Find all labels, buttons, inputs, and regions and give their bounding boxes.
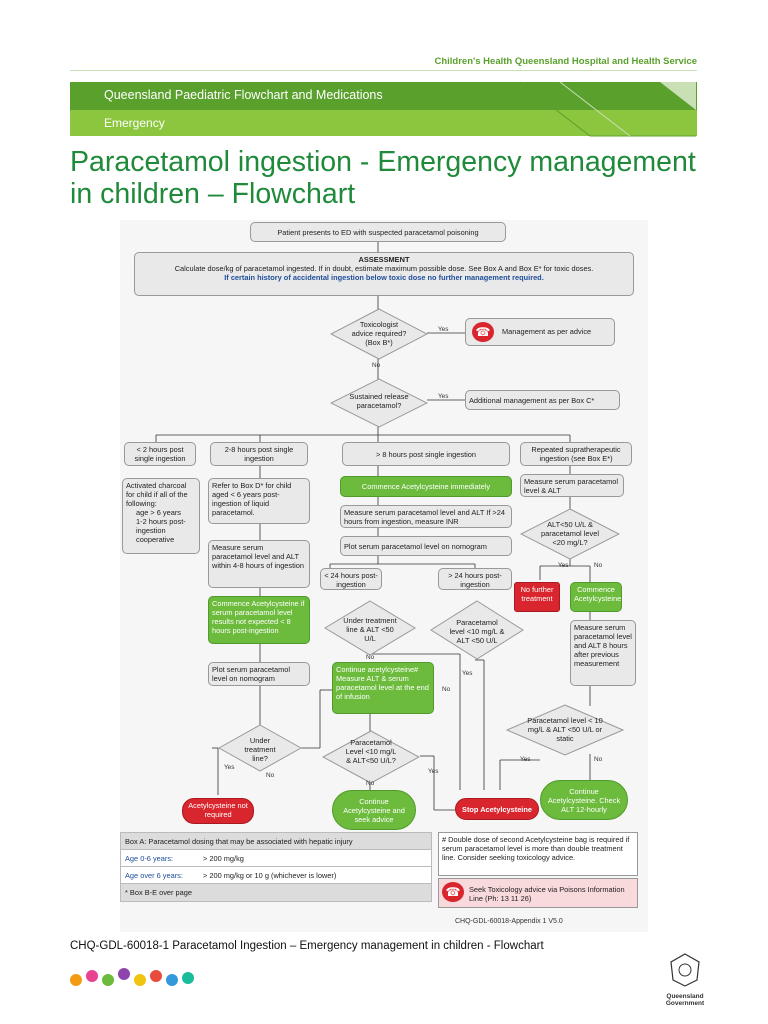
- assessment-note: If certain history of accidental ingesti…: [224, 273, 544, 282]
- yes-label: Yes: [438, 393, 449, 400]
- commence-if-results-delayed-box: Commence Acetylcysteine if serum paracet…: [208, 596, 310, 644]
- header-rule: [70, 70, 697, 71]
- continue-acetylcysteine-box: Continue acetylcysteine# Measure ALT & s…: [332, 662, 434, 714]
- assessment-text: Calculate dose/kg of paracetamol ingeste…: [174, 264, 594, 273]
- document-reference: CHQ-GDL-60018-Appendix 1 V5.0: [455, 918, 563, 925]
- page-title: Paracetamol ingestion - Emergency manage…: [70, 146, 696, 210]
- start-box: Patient presents to ED with suspected pa…: [250, 222, 506, 242]
- plot-nomogram-box: Plot serum paracetamol level on nomogram: [208, 662, 310, 686]
- over-24-hours-box: > 24 hours post-ingestion: [438, 568, 512, 590]
- header-chevron-decoration: [519, 81, 696, 137]
- column-under-2-hours: < 2 hours post single ingestion: [124, 442, 196, 466]
- stop-acetylcysteine-box: Stop Acetylcysteine: [455, 798, 539, 820]
- paracetamol-level-question-2: Paracetamol Level <10 mg/L & ALT<50 U/L?: [345, 738, 397, 765]
- charcoal-criterion-timing: 1-2 hours post-ingestion: [136, 517, 186, 535]
- no-further-treatment-box: No further treatment: [514, 582, 560, 612]
- dose-cell: > 200 mg/kg or 10 g (whichever is lower): [203, 870, 337, 880]
- no-label: No: [266, 772, 275, 779]
- yes-label: Yes: [438, 326, 449, 333]
- table-row: Age 0-6 years: > 200 mg/kg: [121, 850, 431, 867]
- acetylcysteine-not-required-box: Acetylcysteine not required: [182, 798, 254, 824]
- under-treatment-alt-question: Under treatment line & ALT <50 U/L: [343, 616, 397, 642]
- charcoal-criterion-age: age > 6 years: [136, 508, 181, 517]
- measure-level-alt-box: Measure serum paracetamol level & ALT: [520, 474, 624, 497]
- commence-immediately-box: Commence Acetylcysteine immediately: [340, 476, 512, 497]
- plot-nomogram-box-2: Plot serum paracetamol level on nomogram: [340, 536, 512, 556]
- no-label: No: [442, 686, 451, 693]
- box-a-table: Box A: Paracetamol dosing that may be as…: [120, 832, 432, 902]
- under-treatment-question: Under treatment line?: [244, 736, 276, 762]
- yes-label: Yes: [224, 764, 235, 771]
- box-a-footer: * Box B-E over page: [121, 884, 431, 901]
- yes-label: Yes: [520, 756, 531, 763]
- header-band: Queensland Paediatric Flowchart and Medi…: [70, 82, 697, 110]
- age-cell: Age 0-6 years:: [125, 853, 174, 863]
- flowchart: Patient presents to ED with suspected pa…: [120, 220, 648, 932]
- paracetamol-level-decision: [430, 600, 524, 660]
- box-d-referral: Refer to Box D* for child aged < 6 years…: [208, 478, 310, 524]
- no-label: No: [372, 362, 381, 369]
- sustained-release-decision: [330, 378, 428, 428]
- management-as-per-advice-text: Management as per advice: [502, 327, 592, 336]
- no-label: No: [594, 756, 603, 763]
- organisation-name: Children's Health Queensland Hospital an…: [434, 56, 697, 67]
- alt-level-question: ALT<50 U/L & paracetamol level <20 mg/L?: [541, 520, 599, 547]
- assessment-title: ASSESSMENT: [358, 255, 410, 264]
- no-label: No: [366, 780, 375, 787]
- paracetamol-static-decision: [506, 704, 624, 756]
- queensland-government-logo: Queensland Government: [660, 952, 710, 1012]
- measure-4-8-hours-box: Measure serum paracetamol level and ALT …: [208, 540, 310, 588]
- under-24-hours-box: < 24 hours post-ingestion: [320, 568, 382, 590]
- alt-level-decision: [520, 508, 620, 560]
- age-cell: Age over 6 years:: [125, 870, 183, 880]
- sustained-release-question: Sustained release paracetamol?: [349, 392, 409, 410]
- flowchart-connectors: [155, 242, 591, 811]
- continue-check-alt-box: Continue Acetylcysteine. Check ALT 12-ho…: [540, 780, 628, 820]
- under-treatment-alt-decision: [324, 600, 416, 656]
- charcoal-criterion-cooperative: cooperative: [136, 535, 175, 544]
- column-repeated-ingestion: Repeated supratherapeutic ingestion (see…: [520, 442, 632, 466]
- yes-label: Yes: [558, 562, 569, 569]
- column-over-8-hours: > 8 hours post single ingestion: [342, 442, 510, 466]
- dose-cell: > 200 mg/kg: [203, 853, 244, 863]
- table-row: Age over 6 years: > 200 mg/kg or 10 g (wh…: [121, 867, 431, 884]
- yes-label: Yes: [428, 768, 439, 775]
- continue-item: Continue acetylcysteine#: [336, 665, 419, 674]
- column-2-8-hours: 2-8 hours post single ingestion: [210, 442, 308, 466]
- continue-seek-advice-box: Continue Acetylcysteine and seek advice: [332, 790, 416, 830]
- additional-management-box: Additional management as per Box C*: [465, 390, 620, 410]
- no-label: No: [366, 654, 375, 661]
- children-logo-icon: [70, 966, 200, 1006]
- poisons-line-box: Seek Toxicology advice via Poisons Infor…: [438, 878, 638, 908]
- header-subband: Emergency: [70, 110, 697, 136]
- charcoal-criterion-list: age > 6 years 1-2 hours post-ingestion c…: [126, 508, 196, 544]
- paracetamol-level-question: Paracetamol level <10 mg/L & ALT <50 U/L: [449, 618, 505, 645]
- yes-label: Yes: [462, 670, 473, 677]
- double-dose-note: # Double dose of second Acetylcysteine b…: [438, 832, 638, 876]
- measure-8-hours-box: Measure serum paracetamol level and ALT …: [570, 620, 636, 686]
- toxicologist-question: Toxicologist advice required? (Box B*): [351, 320, 407, 347]
- activated-charcoal-box: Activated charcoal for child if all of t…: [122, 478, 200, 554]
- paracetamol-level-decision-2: [322, 730, 420, 784]
- toxicologist-decision: [330, 308, 428, 360]
- crest-icon: [670, 953, 700, 987]
- box-a-header: Box A: Paracetamol dosing that may be as…: [121, 833, 431, 850]
- government-label: Queensland Government: [665, 993, 705, 1007]
- no-label: No: [594, 562, 603, 569]
- commence-acetylcysteine-box: Commence Acetylcysteine: [570, 582, 622, 612]
- phone-icon: ☎: [472, 322, 494, 342]
- charcoal-text: Activated charcoal for child if all of t…: [126, 481, 188, 508]
- footer-caption: CHQ-GDL-60018-1 Paracetamol Ingestion – …: [70, 940, 544, 952]
- under-treatment-decision: [218, 724, 302, 772]
- phone-icon: ☎: [442, 882, 464, 902]
- paracetamol-static-question: Paracetamol level < 10 mg/L & ALT <50 U/…: [527, 716, 603, 743]
- measure-inr-box: Measure serum paracetamol level and ALT …: [340, 505, 512, 528]
- measure-item: Measure ALT & serum paracetamol level at…: [336, 674, 429, 701]
- assessment-box: ASSESSMENT Calculate dose/kg of paraceta…: [134, 252, 634, 296]
